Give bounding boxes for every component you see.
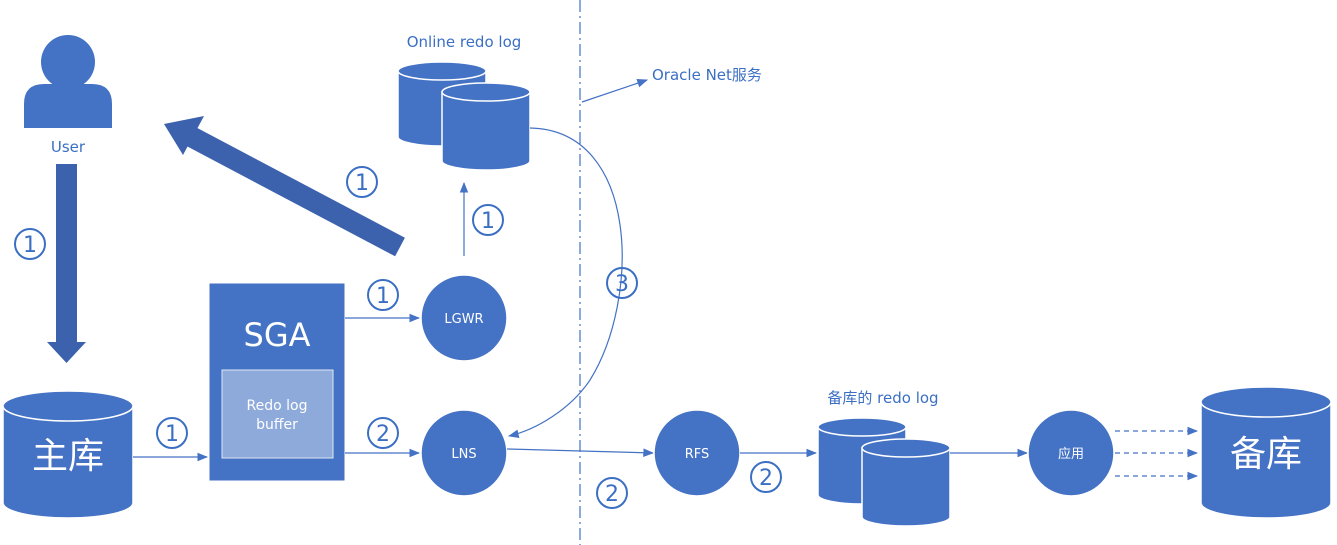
step-marker: 3 bbox=[606, 267, 638, 299]
redo-buffer-label-2: buffer bbox=[256, 417, 298, 433]
apply-process bbox=[1027, 409, 1115, 497]
svg-text:2: 2 bbox=[376, 422, 390, 447]
oracle-net-pointer bbox=[581, 79, 649, 103]
apply-label: 应用 bbox=[1058, 446, 1084, 462]
lgwr-label: LGWR bbox=[444, 312, 483, 327]
standby-db-label: 备库 bbox=[1230, 434, 1302, 475]
primary-db-label: 主库 bbox=[32, 436, 104, 477]
step-marker: 2 bbox=[596, 477, 628, 509]
lgwr-to-user-arrow bbox=[164, 116, 405, 257]
step-marker: 1 bbox=[156, 417, 188, 449]
oracle-net-label: Oracle Net服务 bbox=[652, 66, 762, 84]
standby-redo-log-cylinder-front bbox=[861, 438, 951, 527]
lns-to-rfs-arrow bbox=[506, 448, 655, 458]
user-label: User bbox=[51, 138, 86, 156]
rfs-label: RFS bbox=[685, 447, 710, 462]
lns-process bbox=[420, 409, 508, 497]
svg-text:3: 3 bbox=[615, 272, 629, 297]
redo-log-buffer bbox=[221, 369, 334, 459]
lgwr-process bbox=[420, 274, 508, 362]
svg-text:2: 2 bbox=[759, 466, 773, 491]
online-redo-log-label: Online redo log bbox=[407, 33, 522, 51]
standby-redo-log-label: 备库的 redo log bbox=[827, 389, 938, 407]
svg-text:1: 1 bbox=[165, 422, 179, 447]
step-marker: 1 bbox=[14, 228, 46, 260]
sga-label: SGA bbox=[244, 316, 311, 354]
redo-buffer-label-1: Redo log bbox=[247, 398, 308, 414]
step-marker: 1 bbox=[367, 279, 399, 311]
online-redo-log-cylinder-front bbox=[441, 82, 531, 171]
online-log-to-lns-arrow bbox=[507, 127, 623, 439]
step-marker: 1 bbox=[472, 204, 504, 236]
step-marker: 2 bbox=[750, 461, 782, 493]
svg-text:1: 1 bbox=[376, 284, 390, 309]
svg-text:2: 2 bbox=[605, 482, 619, 507]
standby-db-cylinder bbox=[1200, 386, 1332, 519]
step-marker: 2 bbox=[367, 417, 399, 449]
step-marker: 1 bbox=[346, 166, 378, 198]
svg-text:1: 1 bbox=[23, 233, 37, 258]
user-to-primary-arrow bbox=[47, 164, 86, 363]
primary-db-cylinder bbox=[2, 390, 134, 519]
lns-label: LNS bbox=[451, 447, 476, 462]
svg-text:1: 1 bbox=[481, 209, 495, 234]
user-icon bbox=[24, 35, 112, 128]
svg-text:1: 1 bbox=[355, 171, 369, 196]
